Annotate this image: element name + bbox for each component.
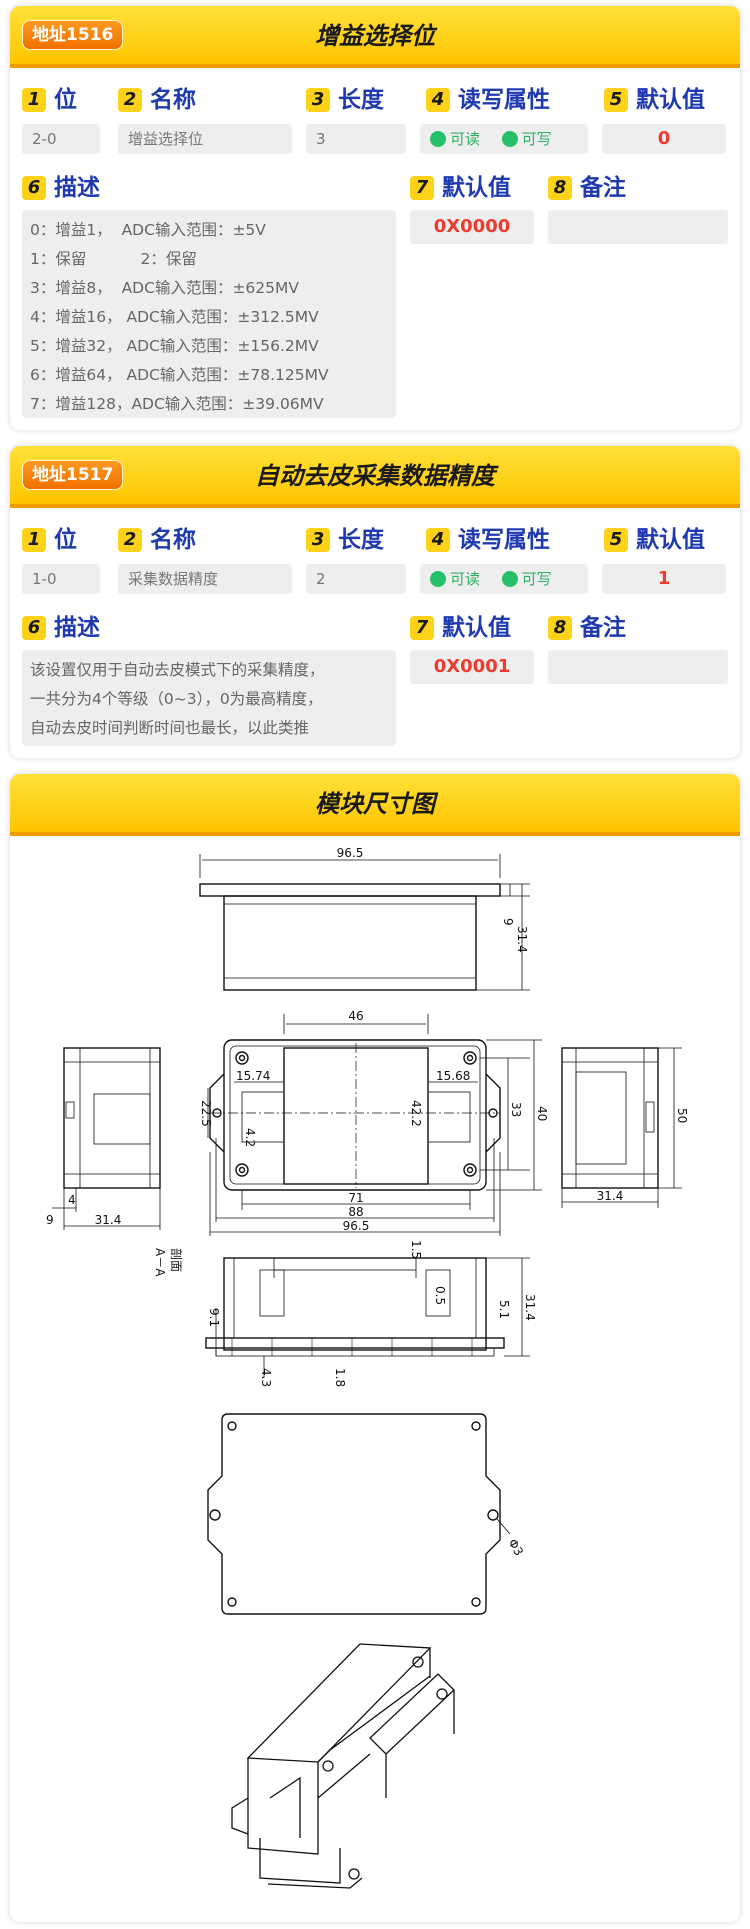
- bottom-view: Φ3: [207, 1413, 526, 1615]
- description-box: 0：增益1， ADC输入范围：±5V 1：保留 2：保留 3：增益8， ADC输…: [22, 210, 396, 418]
- dim-hole: Φ3: [505, 1537, 526, 1559]
- section-view: A－A 剖面 1.5 0.5 5.1 31.4: [153, 1240, 537, 1387]
- dim-40: 40: [535, 1106, 549, 1121]
- desc-line: 该设置仅用于自动去皮模式下的采集精度，: [30, 661, 325, 679]
- top-view: 96.5 9 31.4: [199, 846, 530, 991]
- front-view: 46 15.74 15.68 22.5 4.2 42.2: [199, 1009, 549, 1236]
- dim-1-5: 1.5: [409, 1240, 423, 1259]
- dim-top-h2: 31.4: [515, 926, 529, 953]
- description-box: 该设置仅用于自动去皮模式下的采集精度， 一共分为4个等级（0~3），0为最高精度…: [22, 650, 396, 746]
- dim-5-1: 5.1: [497, 1300, 511, 1319]
- desc-line: 0：增益1， ADC输入范围：±5V: [30, 221, 266, 239]
- dim-side-31-4: 31.4: [95, 1213, 122, 1227]
- desc-line: 3：增益8， ADC输入范围：±625MV: [30, 279, 299, 297]
- section-label-2: 剖面: [169, 1248, 183, 1272]
- address-badge: 地址1517: [22, 460, 124, 490]
- dim-4-2: 4.2: [243, 1128, 257, 1147]
- default-value: 1: [602, 564, 726, 594]
- dim-46: 46: [348, 1009, 363, 1023]
- dim-right-31-4: 31.4: [597, 1189, 624, 1203]
- write-dot-icon: [501, 131, 518, 147]
- default-hex-value: 0X0001: [410, 650, 534, 684]
- drawing-title: 模块尺寸图: [315, 790, 435, 818]
- remark-value: [548, 650, 728, 684]
- dim-top-h1: 9: [501, 918, 515, 926]
- desc-line: 6：增益64， ADC输入范围：±78.125MV: [30, 366, 329, 384]
- default-value: 0: [602, 124, 726, 154]
- dim-15-68: 15.68: [436, 1069, 470, 1083]
- read-dot-icon: [430, 131, 446, 147]
- desc-line: 5：增益32， ADC输入范围：±156.2MV: [30, 337, 319, 355]
- isometric-view: [231, 1643, 455, 1889]
- dim-4-3: 4.3: [259, 1368, 273, 1387]
- bit-value: 2-0: [22, 124, 100, 154]
- card-header: 模块尺寸图: [10, 774, 740, 836]
- dimension-drawing-card: 模块尺寸图 96.5 9 31.4 46: [10, 774, 740, 1922]
- default-hex-value: 0X0000: [410, 210, 534, 244]
- dim-33: 33: [509, 1102, 523, 1117]
- dim-31-4-b: 31.4: [523, 1294, 537, 1321]
- dim-71: 71: [348, 1191, 363, 1205]
- dim-9-1: 9.1: [207, 1308, 221, 1327]
- bit-value: 1-0: [22, 564, 100, 594]
- name-value: 增益选择位: [118, 124, 292, 154]
- module-dimension-drawing: 96.5 9 31.4 46: [46, 846, 689, 1889]
- read-dot-icon: [430, 571, 446, 587]
- desc-line: 自动去皮时间判断时间也最长，以此类推: [30, 719, 310, 737]
- card-header: 地址1516 增益选择位: [10, 6, 740, 68]
- rw-value: 可读 可写: [420, 124, 588, 154]
- desc-line: 4：增益16， ADC输入范围：±312.5MV: [30, 308, 319, 326]
- dim-96-5: 96.5: [343, 1219, 370, 1233]
- card-header: 地址1517 自动去皮采集数据精度: [10, 446, 740, 508]
- left-side-view: 4 9 31.4: [46, 1047, 161, 1230]
- length-value: 2: [306, 564, 406, 594]
- dim-side-4: 4: [68, 1193, 76, 1207]
- dim-22-5: 22.5: [199, 1100, 213, 1127]
- dim-0-5: 0.5: [433, 1286, 447, 1305]
- desc-line: 一共分为4个等级（0~3），0为最高精度，: [30, 690, 323, 708]
- dim-top-width: 96.5: [337, 846, 364, 860]
- dim-15-74: 15.74: [236, 1069, 270, 1083]
- dim-42-2: 42.2: [409, 1100, 423, 1127]
- right-side-view: 50 31.4: [561, 1047, 689, 1208]
- dim-right-50: 50: [675, 1108, 689, 1123]
- section-label: A－A: [153, 1248, 167, 1277]
- write-dot-icon: [501, 571, 518, 587]
- register-title: 增益选择位: [315, 22, 435, 50]
- dim-side-9: 9: [46, 1213, 54, 1227]
- address-badge: 地址1516: [22, 20, 124, 50]
- rw-value: 可读 可写: [420, 564, 588, 594]
- dim-1-8: 1.8: [333, 1368, 347, 1387]
- length-value: 3: [306, 124, 406, 154]
- dim-88: 88: [348, 1205, 363, 1219]
- remark-value: [548, 210, 728, 244]
- desc-line: 1：保留 2：保留: [30, 250, 197, 268]
- register-title: 自动去皮采集数据精度: [255, 462, 495, 490]
- desc-line: 7：增益128，ADC输入范围：±39.06MV: [30, 395, 324, 413]
- name-value: 采集数据精度: [118, 564, 292, 594]
